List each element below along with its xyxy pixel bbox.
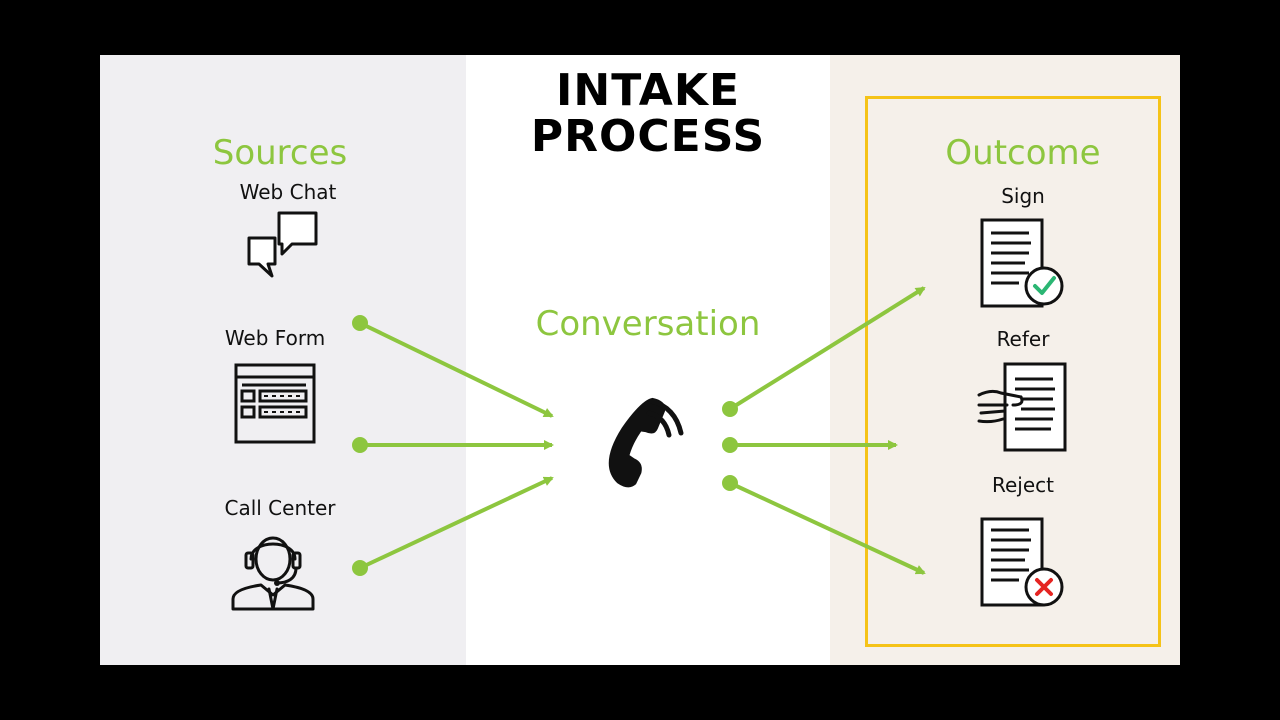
source-label-web-chat: Web Chat [239,180,337,204]
source-label-web-form: Web Form [224,326,326,350]
chat-bubbles-icon [247,211,318,278]
title-line-2: PROCESS [530,111,766,162]
document-reject-icon [980,517,1064,607]
flow-arrows [352,286,926,576]
outcome-label-reject: Reject [991,473,1054,497]
sources-heading: Sources [212,133,348,173]
outcome-highlight-frame [865,96,1161,647]
sources-panel [100,55,466,665]
source-label-call-center: Call Center [224,496,336,520]
title-line-1: INTAKE [556,65,740,116]
arrow-call-center-to-conversation [352,476,554,576]
phone-handset-icon [608,397,684,488]
arrow-form-to-conversation-mid [352,437,554,453]
arrow-conversation-to-refer [722,437,898,453]
conversation-panel [466,55,830,665]
document-handoff-icon [977,362,1067,452]
headset-agent-icon [231,536,315,611]
arrow-web-form-to-conversation [352,315,554,418]
arrow-conversation-to-reject [722,475,926,575]
outcome-label-refer: Refer [996,327,1050,351]
arrow-conversation-to-sign [722,286,926,417]
conversation-heading: Conversation [535,304,761,344]
document-check-icon [980,218,1064,308]
outcome-label-sign: Sign [1001,184,1045,208]
outcome-heading: Outcome [945,133,1101,173]
intake-process-slide: INTAKE PROCESS Sources Conversation Outc… [100,55,1180,665]
web-form-icon [234,363,316,444]
